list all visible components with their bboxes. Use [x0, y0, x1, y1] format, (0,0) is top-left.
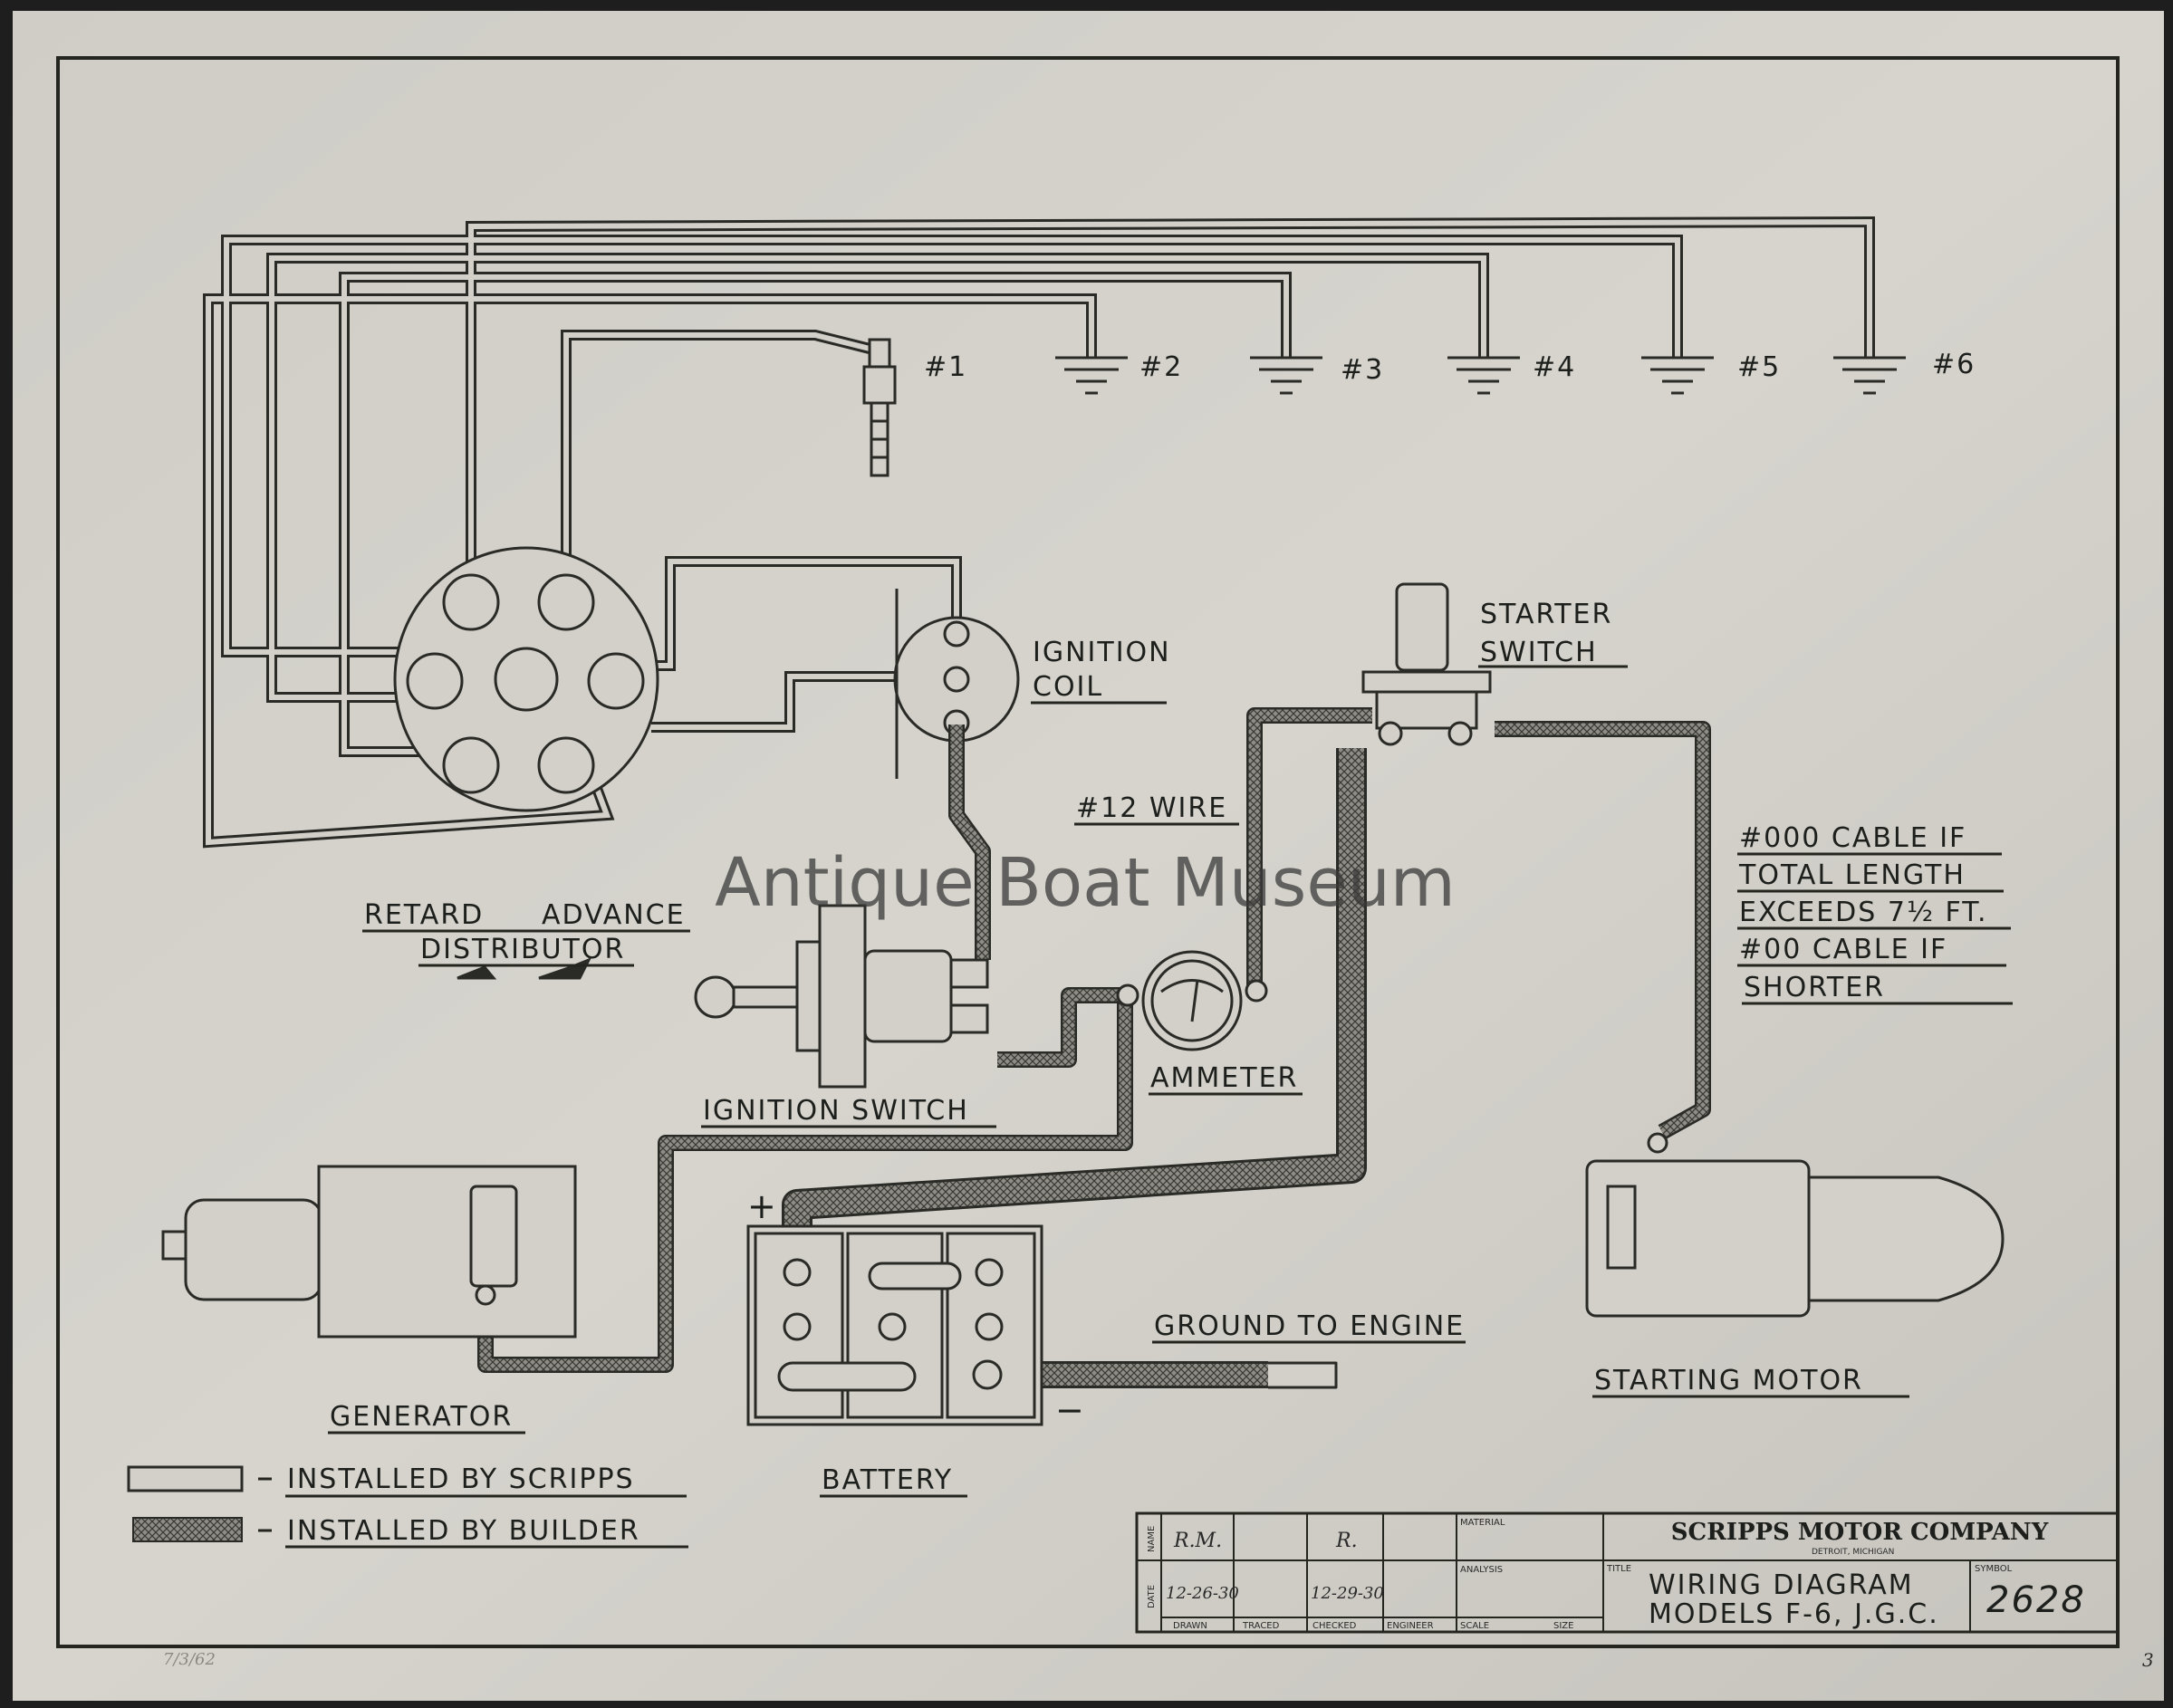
component-labels: IGNITION COIL STARTER SWITCH #12 WIRE #0…: [330, 599, 1988, 1496]
material-label: MATERIAL: [1460, 1518, 1505, 1528]
negative-terminal-label: −: [1055, 1390, 1086, 1430]
distributor-label: DISTRIBUTOR: [420, 934, 625, 965]
name-row-label: NAME: [1147, 1526, 1157, 1552]
drawing-title: MODELS F-6, J.G.C.: [1649, 1598, 1939, 1630]
plug-label: #2: [1139, 351, 1183, 383]
plug-label: #3: [1341, 354, 1384, 386]
col-checked: CHECKED: [1312, 1621, 1357, 1631]
legend-label: INSTALLED BY SCRIPPS: [287, 1463, 635, 1495]
border: [56, 56, 2120, 1648]
battery-icon: [746, 1224, 1043, 1426]
legend-label: INSTALLED BY BUILDER: [287, 1515, 640, 1547]
ground-label: GROUND TO ENGINE: [1154, 1310, 1465, 1342]
col-drawn: DRAWN: [1173, 1621, 1207, 1631]
advance-label: ADVANCE: [542, 899, 686, 931]
ground-icon: [1447, 356, 1520, 395]
plug-labels: #1 #2 #3 #4 #5 #6: [924, 349, 1976, 386]
scripps-wires: [203, 216, 1875, 849]
date-row-label: DATE: [1147, 1585, 1157, 1608]
retard-label: RETARD: [364, 899, 484, 931]
starting-motor-label: STARTING MOTOR: [1594, 1365, 1863, 1396]
ignition-coil-label: COIL: [1033, 671, 1103, 703]
starter-switch-label: STARTER: [1480, 599, 1612, 630]
ignition-switch-label: IGNITION SWITCH: [703, 1095, 969, 1127]
ammeter-label: AMMETER: [1150, 1062, 1298, 1094]
sheet-number: 3: [2142, 1649, 2154, 1671]
spark-plug-icon: [862, 338, 897, 477]
starting-motor-icon: [1585, 1132, 2005, 1318]
col-engineer: ENGINEER: [1387, 1621, 1434, 1631]
plug-label: #4: [1533, 351, 1576, 383]
company-name: SCRIPPS MOTOR COMPANY: [1671, 1519, 2049, 1546]
wire-size-label: #12 WIRE: [1076, 792, 1227, 824]
drawn-by: R.M.: [1173, 1530, 1222, 1552]
ground-icon: [1641, 356, 1714, 395]
col-size: SIZE: [1553, 1621, 1573, 1631]
cable-note: TOTAL LENGTH: [1738, 859, 1966, 891]
ignition-switch-icon: [694, 904, 989, 1089]
legend: INSTALLED BY SCRIPPS INSTALLED BY BUILDE…: [127, 1463, 688, 1549]
plug-label: #1: [924, 351, 967, 383]
symbol-label: SYMBOL: [1975, 1564, 2013, 1574]
col-scale: SCALE: [1460, 1621, 1489, 1631]
cable-note: EXCEEDS 7½ FT.: [1739, 897, 1988, 928]
drawing-number: 2628: [1986, 1579, 2086, 1621]
starter-switch-icon: [1361, 582, 1492, 746]
ground-symbols: [1055, 356, 1906, 395]
title-label: TITLE: [1606, 1564, 1631, 1574]
checked-by: R.: [1335, 1530, 1358, 1552]
col-traced: TRACED: [1242, 1621, 1280, 1631]
paper: [13, 11, 2164, 1701]
cable-note: #000 CABLE IF: [1739, 822, 1966, 854]
pencil-note: 7/3/62: [163, 1650, 216, 1669]
battery-label: BATTERY: [822, 1464, 953, 1496]
label-underlines: [328, 665, 2013, 1498]
generator-icon: [161, 1165, 577, 1339]
starter-switch-label: SWITCH: [1480, 637, 1598, 668]
ground-icon: [1250, 356, 1322, 395]
ground-icon: [1833, 356, 1906, 395]
drawn-date: 12-26-30: [1166, 1584, 1239, 1603]
ground-icon: [1055, 356, 1128, 395]
plug-label: #5: [1737, 351, 1781, 383]
generator-label: GENERATOR: [330, 1401, 513, 1433]
legend-builder-swatch: [132, 1517, 243, 1542]
ammeter-icon: [1116, 950, 1268, 1051]
cable-note: #00 CABLE IF: [1739, 934, 1947, 965]
title-block: [1135, 1511, 2120, 1634]
company-location: DETROIT, MICHIGAN: [1812, 1548, 1894, 1557]
watermark: Antique Boat Museum: [715, 844, 1456, 922]
distributor-icon: [393, 546, 659, 980]
ignition-coil-icon: [893, 589, 1020, 779]
checked-date: 12-29-30: [1311, 1584, 1384, 1603]
title-block-text: NAME DATE R.M. 12-26-30 R. 12-29-30 DRAW…: [1147, 1518, 2086, 1631]
legend-scripps-swatch: [127, 1465, 244, 1492]
positive-terminal-label: +: [747, 1186, 778, 1226]
cable-note: SHORTER: [1744, 972, 1885, 1003]
analysis-label: ANALYSIS: [1460, 1565, 1503, 1575]
ignition-coil-label: IGNITION: [1033, 637, 1171, 668]
plug-label: #6: [1932, 349, 1976, 380]
drawing-title: WIRING DIAGRAM: [1649, 1569, 1914, 1601]
